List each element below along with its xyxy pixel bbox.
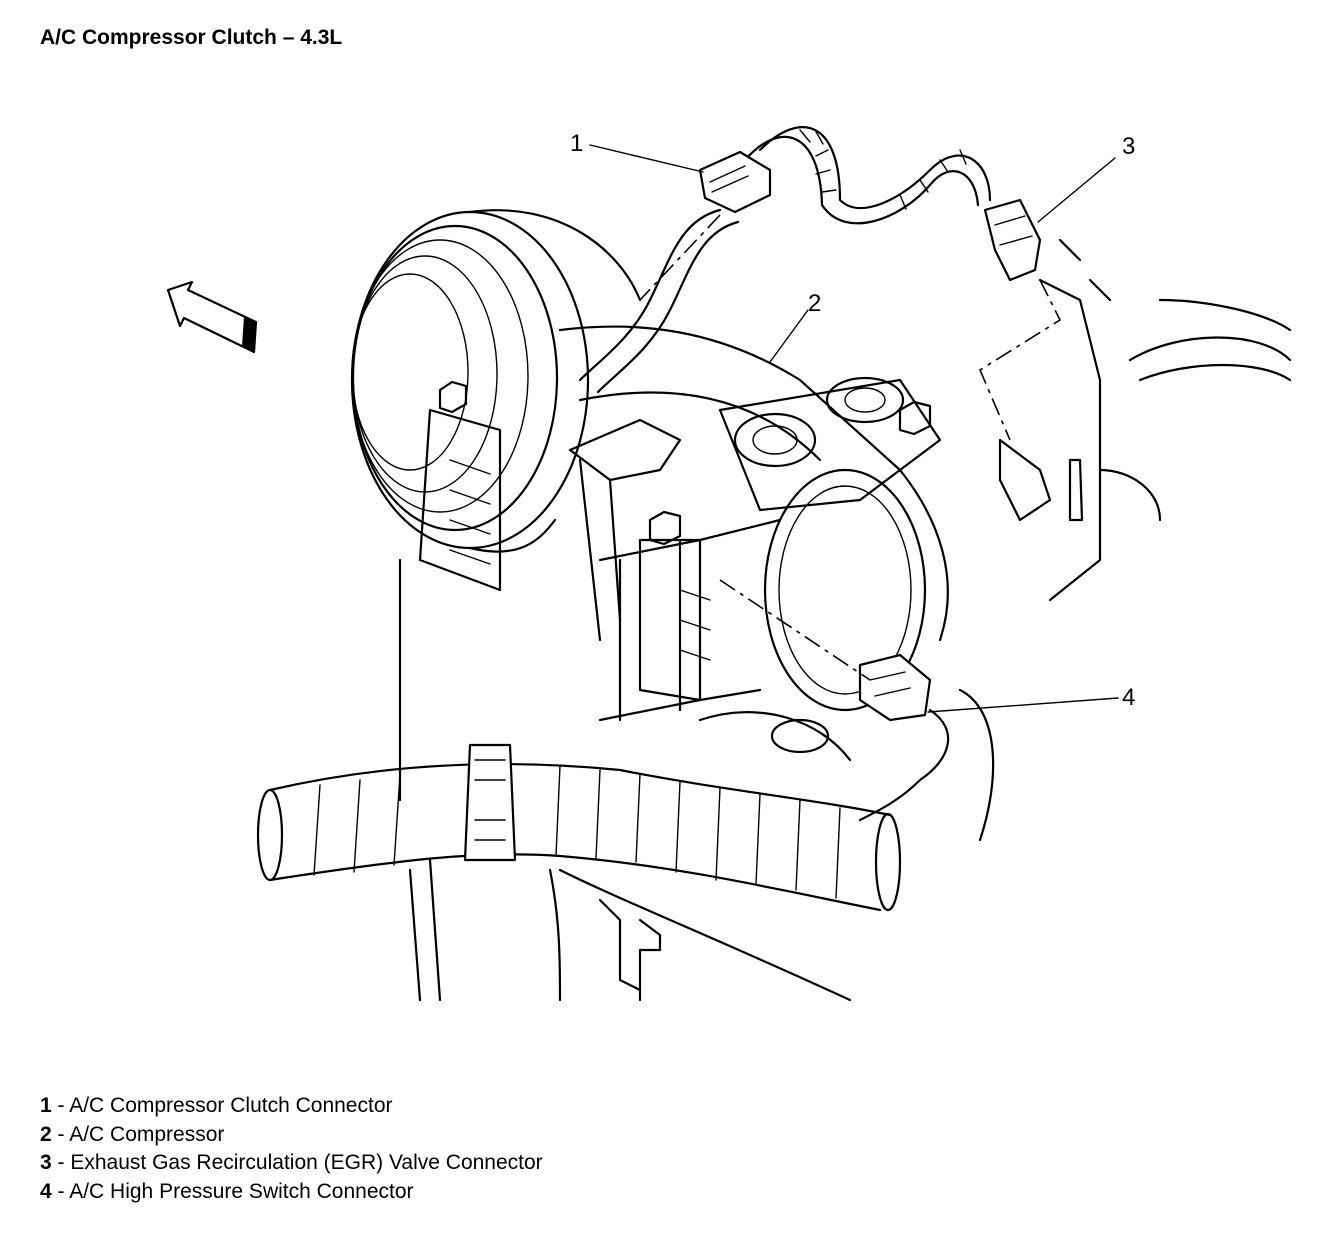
legend-number: 2 <box>40 1122 52 1146</box>
legend-number: 1 <box>40 1094 52 1117</box>
legend-number: 3 <box>40 1151 52 1174</box>
legend-item-3: 3 - Exhaust Gas Recirculation (EGR) Valv… <box>40 1149 543 1178</box>
lower-hose <box>256 743 902 912</box>
legend-item-4: 4 - A/C High Pressure Switch Connector <box>40 1178 543 1207</box>
legend-text: A/C Compressor Clutch Connector <box>69 1094 393 1117</box>
legend-separator: - <box>51 1094 70 1117</box>
lower-structure <box>398 558 995 1002</box>
front-direction-arrow-icon <box>166 280 258 354</box>
legend-text: A/C Compressor <box>69 1122 225 1146</box>
legend-number: 4 <box>40 1179 52 1203</box>
legend-text: Exhaust Gas Recirculation (EGR) Valve Co… <box>70 1151 543 1174</box>
legend-separator: - <box>51 1122 70 1146</box>
callout-4: 4 <box>1122 684 1136 711</box>
callout-3: 3 <box>1122 133 1136 160</box>
ac-compressor-clutch-connector <box>698 150 772 214</box>
compressor-body <box>418 325 949 722</box>
compressor-pulley <box>350 209 642 553</box>
legend-separator: - <box>51 1179 70 1203</box>
legend-item-2: 2 - A/C Compressor <box>40 1121 543 1150</box>
legend: 1 - A/C Compressor Clutch Connector 2 - … <box>40 1092 543 1206</box>
engine-details-right <box>998 238 1292 602</box>
legend-separator: - <box>51 1151 71 1174</box>
callout-1: 1 <box>570 130 584 157</box>
callout-2: 2 <box>808 290 822 317</box>
ac-high-pressure-switch-connector <box>858 653 950 822</box>
wiring-harness-upper <box>578 126 992 394</box>
legend-item-1: 1 - A/C Compressor Clutch Connector <box>40 1092 543 1121</box>
reference-lines <box>639 214 1062 681</box>
leader-lines <box>589 144 1119 713</box>
egr-valve-connector <box>983 198 1042 282</box>
page-title: A/C Compressor Clutch – 4.3L <box>40 26 343 49</box>
legend-text: A/C High Pressure Switch Connector <box>69 1179 414 1203</box>
